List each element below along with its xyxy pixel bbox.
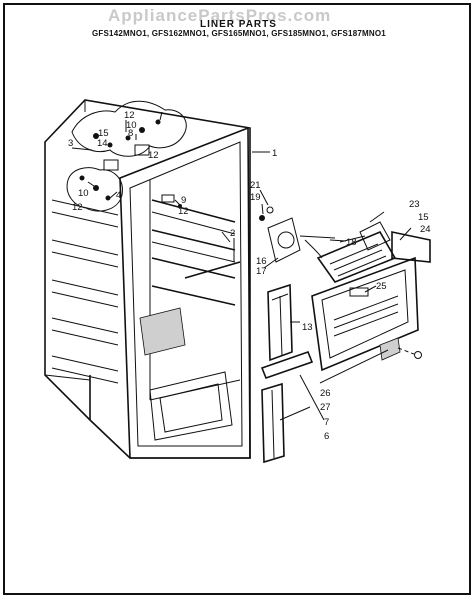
callout-12c: 12 — [72, 202, 83, 213]
crisper-pan — [139, 307, 186, 356]
callout-10a: 10 — [126, 120, 137, 131]
screw-part — [397, 347, 422, 359]
callout-labels: 1 2 3 4 6 7 8 9 10 10 12 12 12 12 13 14 … — [68, 110, 431, 442]
callout-17: 17 — [256, 266, 267, 277]
diagram-title: LINER PARTS — [200, 19, 277, 30]
callout-1: 1 — [272, 148, 277, 159]
callout-14: 14 — [97, 138, 108, 149]
callout-24: 24 — [420, 224, 431, 235]
divider-bar — [184, 238, 241, 279]
damper-assembly — [259, 206, 336, 263]
callout-27: 27 — [320, 402, 331, 413]
callout-4: 4 — [116, 190, 121, 201]
callout-15b: 15 — [418, 212, 429, 223]
shelf-rails — [151, 199, 236, 306]
callout-15a: 15 — [98, 128, 109, 139]
liner-cabinet — [44, 99, 251, 459]
leader-lines — [71, 111, 412, 421]
callout-26: 26 — [320, 388, 331, 399]
callout-21: 21 — [250, 180, 261, 191]
callout-16: 16 — [256, 256, 267, 267]
watermark-text: AppliancePartsPros.com — [108, 6, 332, 25]
callout-13: 13 — [302, 322, 313, 333]
channel-part — [267, 283, 293, 362]
callout-23: 23 — [409, 199, 420, 210]
callout-9: 9 — [181, 195, 186, 206]
model-numbers: GFS142MNO1, GFS162MNO1, GFS165MNO1, GFS1… — [92, 29, 386, 38]
housing-grille — [329, 243, 387, 277]
cover-plate — [261, 382, 285, 464]
gasket-strip — [260, 350, 314, 380]
bracket-part — [161, 194, 182, 208]
callout-19: 19 — [250, 192, 261, 203]
control-parts-cluster — [66, 100, 187, 212]
callout-10b: 10 — [78, 188, 89, 199]
callout-7: 7 — [324, 417, 329, 428]
callout-12a: 12 — [124, 110, 135, 121]
control-housing — [316, 221, 431, 283]
side-panel-ribs — [51, 199, 119, 384]
callout-2: 2 — [230, 228, 235, 239]
callout-25: 25 — [376, 281, 387, 292]
air-deflector-panel — [311, 256, 419, 372]
callout-3: 3 — [68, 138, 73, 149]
deflector-vents — [333, 295, 399, 337]
callout-18: 18 — [346, 237, 357, 248]
callout-12b: 12 — [148, 150, 159, 161]
page-border — [3, 3, 471, 595]
callout-12d: 12 — [178, 206, 189, 217]
callout-8: 8 — [128, 128, 133, 139]
callout-6: 6 — [324, 431, 329, 442]
